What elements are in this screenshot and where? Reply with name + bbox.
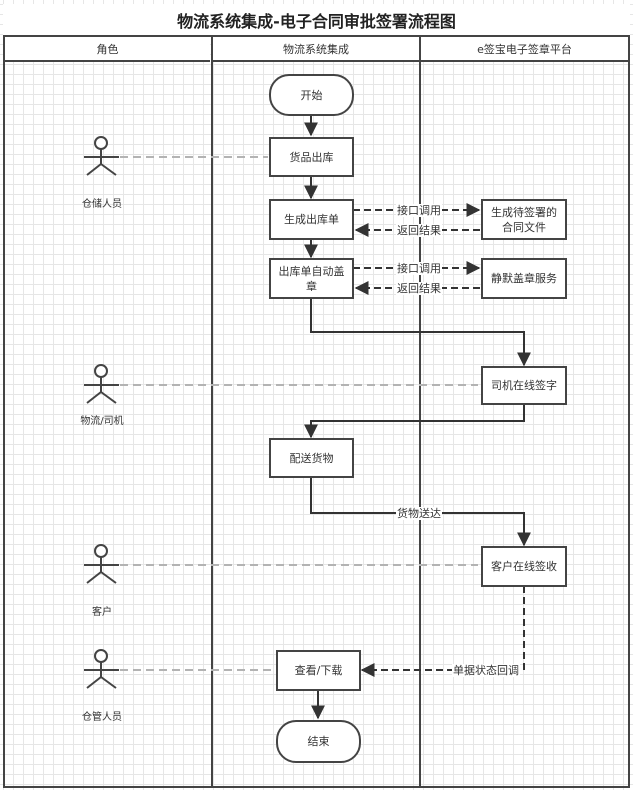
node-customer-sign[interactable]: 客户在线签收 [481, 546, 567, 587]
actor-icon-manager [84, 649, 119, 689]
lane-divider-2 [419, 35, 421, 786]
edge-label-return-1: 返回结果 [396, 224, 442, 237]
edge-label-delivered: 货物送达 [396, 507, 442, 520]
node-goods-out[interactable]: 货品出库 [269, 137, 354, 177]
lane-header-roles: 角色 [5, 37, 210, 62]
node-generate-contract[interactable]: 生成待签署的合同文件 [481, 199, 567, 240]
lane-divider-1 [211, 35, 213, 786]
node-deliver-goods[interactable]: 配送货物 [269, 438, 354, 478]
edge-driversign-deliver [304, 404, 525, 439]
node-end[interactable]: 结束 [276, 720, 361, 763]
node-view-download[interactable]: 查看/下载 [276, 650, 361, 691]
edge-label-api-call-2: 接口调用 [396, 262, 442, 275]
actor-label-driver: 物流/司机 [80, 416, 124, 427]
node-driver-sign[interactable]: 司机在线签字 [481, 366, 567, 405]
edge-label-return-2: 返回结果 [396, 282, 442, 295]
actor-label-warehouse: 仓储人员 [82, 199, 122, 210]
actor-icon-customer [84, 544, 119, 584]
actor-icon-warehouse [84, 136, 119, 176]
edge-autoseal-driversign [310, 298, 531, 367]
edge-label-api-call-1: 接口调用 [396, 204, 442, 217]
diagram-title: 物流系统集成-电子合同审批签署流程图 [3, 4, 630, 37]
node-start[interactable]: 开始 [269, 74, 354, 116]
edge-label-status-callback: 单据状态回调 [452, 664, 520, 677]
lane-header-esign: e签宝电子签章平台 [421, 37, 628, 62]
node-auto-seal[interactable]: 出库单自动盖章 [269, 258, 354, 299]
node-silent-seal[interactable]: 静默盖章服务 [481, 258, 567, 299]
actor-label-manager: 仓管人员 [82, 712, 122, 723]
node-generate-out-order[interactable]: 生成出库单 [269, 199, 354, 240]
actor-label-customer: 客户 [92, 607, 112, 618]
lane-header-logistics: 物流系统集成 [213, 37, 419, 62]
edge-status-callback [360, 586, 525, 677]
actor-icon-driver [84, 364, 119, 404]
